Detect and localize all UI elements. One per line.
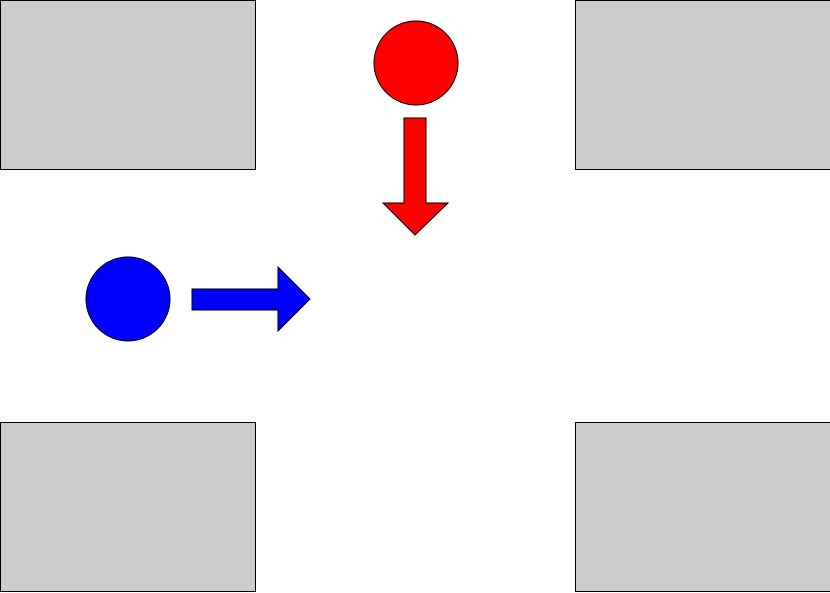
block-top-left xyxy=(0,0,256,170)
block-bottom-right xyxy=(575,422,830,592)
red-down-arrow xyxy=(381,117,450,236)
block-bottom-left xyxy=(0,422,256,592)
block-top-right xyxy=(575,0,830,170)
red-agent-circle xyxy=(373,20,459,106)
blue-right-arrow xyxy=(191,265,311,333)
blue-agent-circle xyxy=(85,256,171,342)
